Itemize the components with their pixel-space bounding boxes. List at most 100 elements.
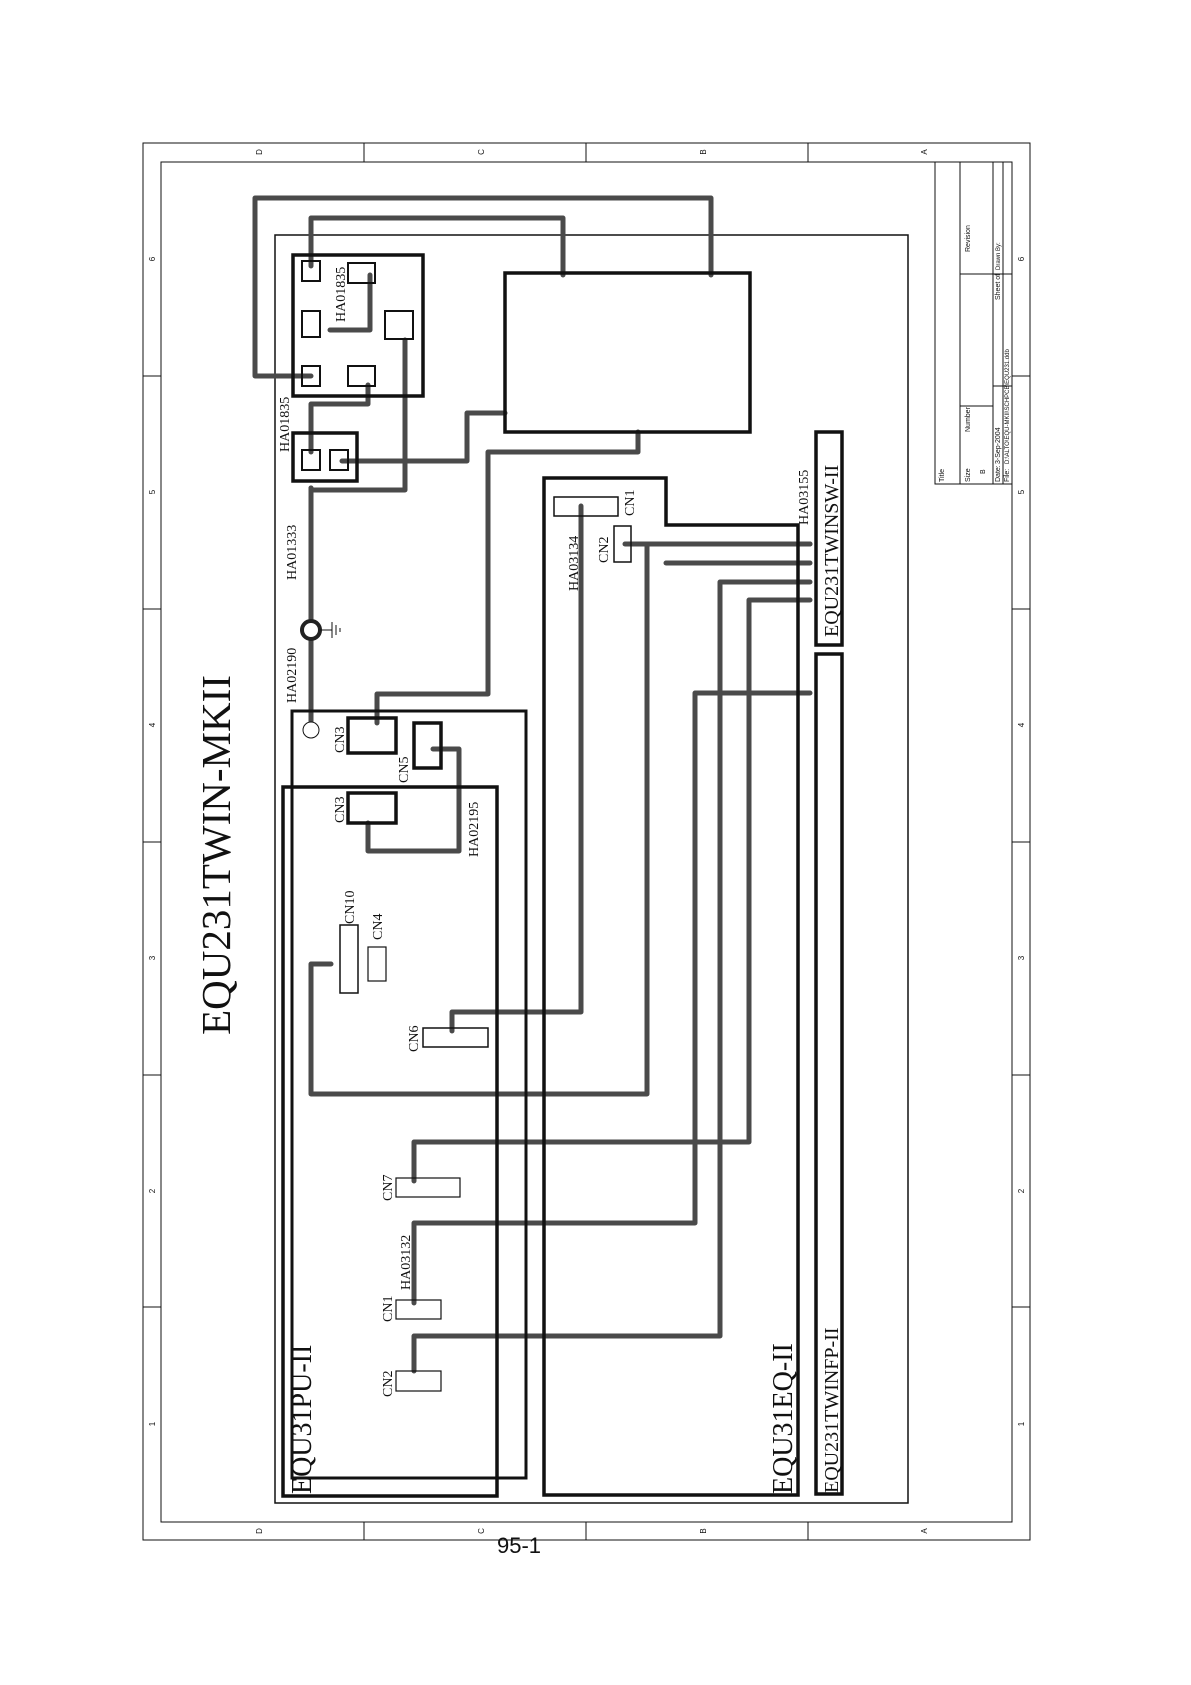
label-eq-cn2: CN2 bbox=[597, 537, 612, 563]
ha01835-pin-5 bbox=[301, 365, 321, 387]
pu-cn7-connector bbox=[395, 1177, 461, 1198]
label-psu-cn3: CN3 bbox=[333, 727, 348, 753]
zone-number-right-5: 5 bbox=[1017, 489, 1026, 494]
zone-letter-bottom-c: C bbox=[477, 1528, 486, 1534]
eq-cn2-connector bbox=[613, 525, 632, 563]
date-label: Date: bbox=[995, 465, 1002, 482]
zone-number-left-2: 2 bbox=[148, 1188, 157, 1193]
inner-frame bbox=[160, 161, 1013, 1523]
eq-cn1-connector bbox=[553, 496, 619, 517]
title-block bbox=[934, 161, 1013, 485]
title-label: Title bbox=[939, 469, 946, 482]
label-ha03155: HA03155 bbox=[797, 470, 812, 525]
file-value: D:\ALTO\EQU-MKII\SCHPCB\EQU231.ddb bbox=[1005, 349, 1011, 464]
ha01835-pin-3 bbox=[301, 310, 321, 338]
psu-cn5-connector bbox=[412, 721, 443, 770]
board-label-sw: EQU231TWINSW-II bbox=[821, 465, 843, 637]
zone-letter-top-c: C bbox=[477, 149, 486, 155]
file-label: File: bbox=[1004, 469, 1011, 482]
zone-number-right-3: 3 bbox=[1017, 955, 1026, 960]
ha01835-block bbox=[291, 253, 425, 398]
wire-cn7 bbox=[411, 597, 813, 1184]
label-pu-cn1: CN1 bbox=[381, 1296, 396, 1322]
zone-letter-top-d: D bbox=[255, 149, 264, 155]
wire-ha03134 bbox=[449, 503, 584, 1034]
transformer-box bbox=[503, 271, 752, 434]
pu-board bbox=[281, 785, 499, 1498]
wire-psu-transformer bbox=[339, 410, 508, 464]
drawn-by-label: Drawn By: bbox=[996, 242, 1002, 270]
wires bbox=[252, 195, 813, 1374]
zone-number-right-1: 1 bbox=[1017, 1421, 1026, 1426]
zone-dividers bbox=[143, 143, 1030, 1540]
wire-ha03132 bbox=[411, 690, 813, 1306]
psu-cn3-connector bbox=[346, 716, 398, 755]
date-value: 3-Sep-2004 bbox=[995, 427, 1002, 464]
zone-number-left-5: 5 bbox=[148, 489, 157, 494]
zone-number-right-6: 6 bbox=[1017, 256, 1026, 261]
ha01835-pin-6 bbox=[347, 365, 376, 387]
ha01835-small-pin-1 bbox=[301, 449, 321, 471]
zone-number-right-2: 2 bbox=[1017, 1188, 1026, 1193]
psu-mounting-hole bbox=[302, 721, 320, 739]
board-label-pu: EQU31PU-II bbox=[287, 1345, 318, 1494]
zone-letter-bottom-a: A bbox=[920, 1528, 929, 1534]
zone-letter-top-a: A bbox=[920, 149, 929, 155]
sw-board bbox=[814, 430, 844, 647]
ground-icon bbox=[320, 622, 341, 638]
pu-cn2-connector bbox=[395, 1370, 442, 1392]
size-label: Size bbox=[965, 468, 972, 482]
label-eq-cn1: CN1 bbox=[623, 490, 638, 516]
board-label-eq: EQU31EQ-II bbox=[768, 1343, 799, 1494]
ha01835-pin-4 bbox=[384, 310, 414, 340]
wire-ha01835-outer bbox=[252, 195, 714, 379]
ground-node bbox=[300, 619, 322, 641]
ha01835-small-block bbox=[291, 431, 359, 483]
outer-frame bbox=[142, 142, 1031, 1541]
wire-ha01835-top bbox=[308, 215, 566, 278]
sheet-label: Sheet of bbox=[995, 274, 1002, 300]
ha01835-small-pin-2 bbox=[329, 449, 349, 471]
zone-letter-top-b: B bbox=[699, 149, 708, 154]
pu-cn1-connector bbox=[395, 1299, 442, 1320]
zone-number-left-6: 6 bbox=[148, 256, 157, 261]
zone-letter-bottom-b: B bbox=[699, 1528, 708, 1533]
label-ha02195: HA02195 bbox=[467, 802, 482, 857]
label-psu-cn5: CN5 bbox=[397, 757, 412, 783]
wire-psu-cn3 bbox=[374, 429, 641, 726]
label-pu-cn10: CN10 bbox=[343, 891, 358, 924]
label-pu-cn3: CN3 bbox=[333, 797, 348, 823]
wire-ha02195 bbox=[365, 746, 462, 854]
revision-label: Revision bbox=[965, 225, 972, 252]
label-ha01835-upper: HA01835 bbox=[334, 267, 349, 322]
ha01835-pin-1 bbox=[301, 260, 321, 282]
diagram-title: EQU231TWIN-MKII bbox=[193, 675, 239, 1035]
psu-board bbox=[290, 709, 528, 1480]
page-number: 95-1 bbox=[497, 1533, 541, 1558]
board-label-fp: EQU231TWINFP-II bbox=[821, 1327, 843, 1493]
zone-number-left-3: 3 bbox=[148, 955, 157, 960]
label-ha03134: HA03134 bbox=[567, 536, 582, 591]
label-ha02190: HA02190 bbox=[285, 648, 300, 703]
zone-number-left-1: 1 bbox=[148, 1421, 157, 1426]
eq-board bbox=[542, 476, 800, 1497]
label-pu-cn6: CN6 bbox=[407, 1026, 422, 1052]
number-label: Number bbox=[965, 406, 972, 432]
label-pu-cn2: CN2 bbox=[381, 1371, 396, 1397]
enclosure-outline bbox=[274, 234, 909, 1504]
pu-cn3-connector bbox=[346, 791, 398, 825]
label-pu-cn4: CN4 bbox=[371, 914, 386, 940]
wire-ha01835-internal bbox=[327, 272, 373, 333]
label-ha01835-lower: HA01835 bbox=[278, 397, 293, 452]
zone-number-left-4: 4 bbox=[148, 722, 157, 727]
ha01835-pin-2 bbox=[347, 262, 376, 284]
fp-board bbox=[814, 652, 844, 1496]
pu-cn10-connector bbox=[339, 924, 359, 994]
label-pu-cn7: CN7 bbox=[381, 1175, 396, 1201]
label-ha01333: HA01333 bbox=[285, 525, 300, 580]
zone-letter-bottom-d: D bbox=[255, 1528, 264, 1534]
label-ha03132: HA03132 bbox=[399, 1235, 414, 1290]
wire-cn2 bbox=[411, 579, 813, 1374]
pu-cn6-connector bbox=[422, 1027, 489, 1048]
